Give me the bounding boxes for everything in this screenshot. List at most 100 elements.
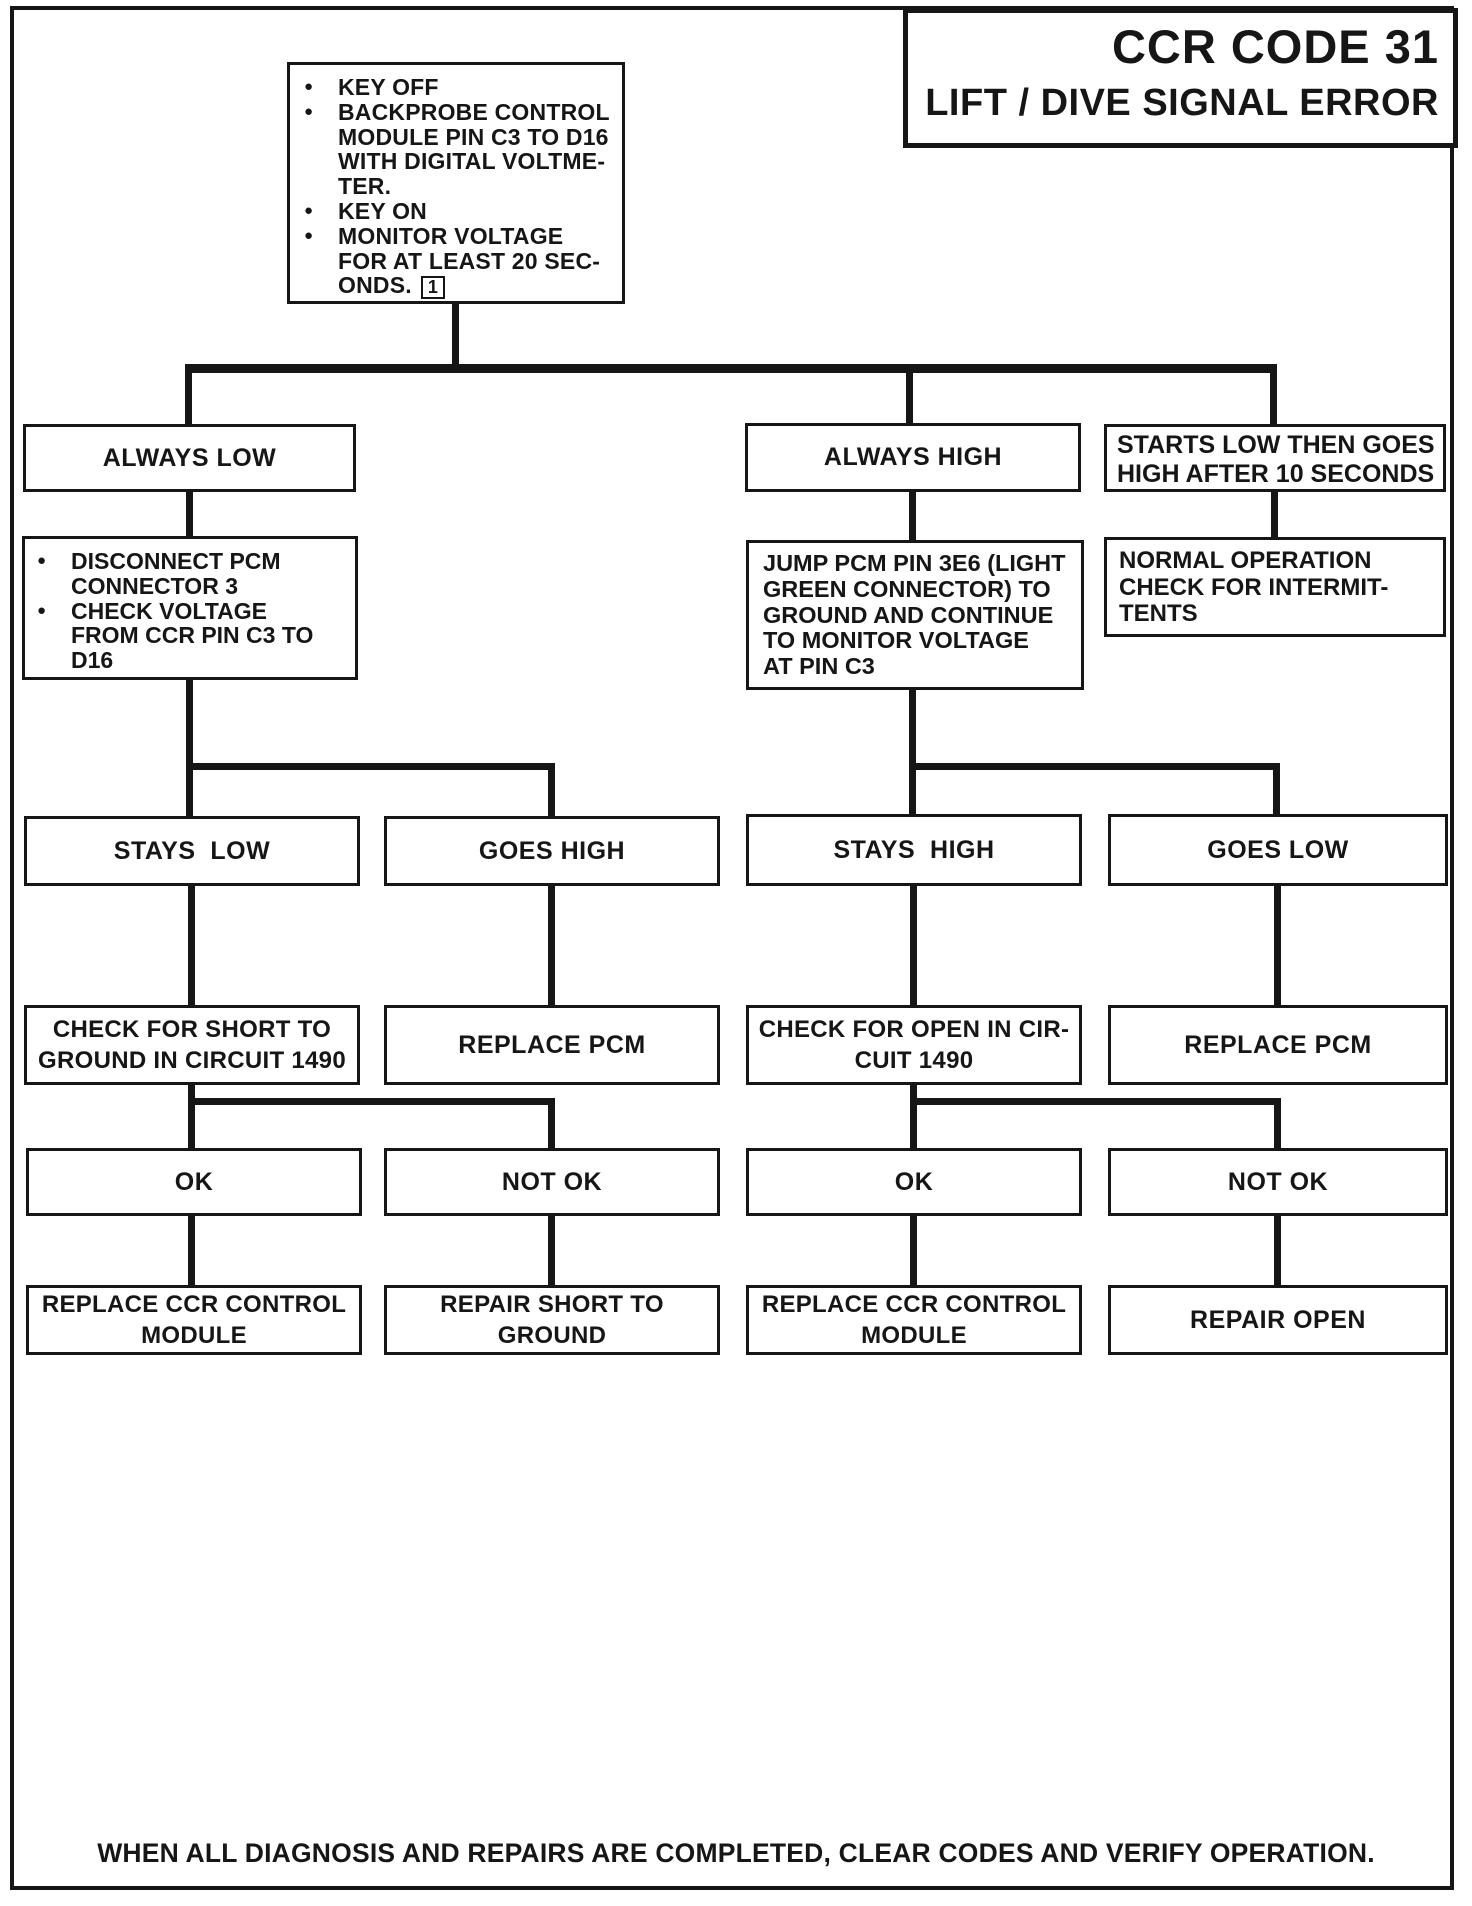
- node-check-short-to-ground: CHECK FOR SHORT TO GROUND IN CIRCUIT 149…: [24, 1005, 360, 1085]
- node-repair-short-to-ground: REPAIR SHORT TO GROUND: [384, 1285, 720, 1355]
- node-line: MODULE PIN C3 TO D16: [338, 123, 609, 150]
- connector: [548, 1216, 555, 1286]
- bullet-icon: ●: [304, 102, 314, 120]
- bullet-icon: ●: [304, 201, 314, 219]
- connector: [188, 886, 195, 1006]
- node-replace-ccr-module-left: REPLACE CCR CONTROL MODULE: [26, 1285, 362, 1355]
- connector: [1271, 492, 1278, 539]
- node-jump-pcm-pin: JUMP PCM PIN 3E6 (LIGHT GREEN CONNECTOR)…: [746, 540, 1084, 690]
- node-line: HIGH AFTER 10 SECONDS: [1117, 460, 1435, 488]
- connector: [910, 1216, 917, 1286]
- connector: [909, 763, 916, 815]
- node-check-open-circuit: CHECK FOR OPEN IN CIR- CUIT 1490: [746, 1005, 1082, 1085]
- node-start-instructions: ● KEY OFF ● BACKPROBE CONTROL MODULE PIN…: [287, 62, 625, 304]
- node-line: MONITOR VOLTAGE: [338, 222, 564, 249]
- connector-split-bar: [910, 1098, 1281, 1105]
- node-starts-low-then-high: STARTS LOW THEN GOES HIGH AFTER 10 SECON…: [1104, 424, 1446, 492]
- node-line: WITH DIGITAL VOLTME-: [338, 148, 606, 175]
- connector: [186, 492, 193, 538]
- connector-drop-mid: [906, 364, 913, 425]
- list-item: ● DISCONNECT PCM CONNECTOR 3: [37, 549, 351, 599]
- list-item: ● KEY OFF: [304, 75, 616, 100]
- connector: [188, 1098, 195, 1149]
- node-goes-low: GOES LOW: [1108, 814, 1448, 886]
- connector: [1274, 886, 1281, 1006]
- node-line: TO MONITOR VOLTAGE: [763, 627, 1029, 654]
- bullet-icon: ●: [37, 552, 47, 569]
- page-border: [10, 6, 1454, 1890]
- node-ok-left: OK: [26, 1148, 362, 1216]
- node-line: GREEN CONNECTOR) TO: [763, 575, 1051, 602]
- node-replace-ccr-module-right: REPLACE CCR CONTROL MODULE: [746, 1285, 1082, 1355]
- connector-main-bar: [185, 364, 1277, 373]
- node-line: NORMAL OPERATION: [1119, 547, 1372, 574]
- connector: [910, 1085, 917, 1105]
- connector-split-bar: [188, 1098, 555, 1105]
- node-stays-low: STAYS LOW: [24, 816, 360, 886]
- node-line: MODULE: [141, 1322, 247, 1349]
- connector: [186, 763, 193, 817]
- node-not-ok-left: NOT OK: [384, 1148, 720, 1216]
- node-line: GROUND: [497, 1322, 607, 1349]
- connector-split-bar: [186, 763, 555, 770]
- node-line: BACKPROBE CONTROL: [338, 98, 610, 125]
- node-line: ONDS.1: [338, 273, 616, 300]
- node-repair-open: REPAIR OPEN: [1108, 1285, 1448, 1355]
- node-line: CHECK FOR INTERMIT-: [1119, 573, 1389, 601]
- node-line: CUIT 1490: [854, 1047, 974, 1074]
- node-goes-high: GOES HIGH: [384, 816, 720, 886]
- node-line: TER.: [338, 173, 392, 200]
- node-replace-pcm-left: REPLACE PCM: [384, 1005, 720, 1085]
- node-line: FROM CCR PIN C3 TO: [71, 622, 314, 649]
- node-always-high: ALWAYS HIGH: [745, 423, 1081, 492]
- list-item: ● KEY ON: [304, 199, 616, 224]
- connector: [1274, 1216, 1281, 1286]
- connector: [186, 680, 193, 770]
- connector: [1273, 763, 1280, 815]
- connector: [548, 886, 555, 1006]
- node-not-ok-right: NOT OK: [1108, 1148, 1448, 1216]
- connector-feeder: [452, 302, 459, 368]
- node-line: CHECK VOLTAGE: [71, 597, 267, 624]
- node-disconnect-pcm: ● DISCONNECT PCM CONNECTOR 3 ● CHECK VOL…: [22, 536, 358, 680]
- node-line: KEY OFF: [338, 74, 439, 100]
- node-line: CONNECTOR 3: [71, 572, 238, 599]
- list-item: ● BACKPROBE CONTROL MODULE PIN C3 TO D16…: [304, 98, 616, 200]
- connector: [548, 1098, 555, 1149]
- bullet-icon: ●: [304, 78, 314, 95]
- footer-instruction: WHEN ALL DIAGNOSIS AND REPAIRS ARE COMPL…: [97, 1838, 1375, 1868]
- node-line: TENTS: [1119, 600, 1198, 627]
- node-line: FOR AT LEAST 20 SEC-: [338, 247, 601, 274]
- node-line: D16: [71, 647, 114, 674]
- bullet-icon: ●: [304, 226, 314, 244]
- node-line: CHECK FOR SHORT TO: [52, 1016, 332, 1043]
- node-line: CHECK FOR OPEN IN CIR-: [758, 1016, 1070, 1043]
- list-item: ● MONITOR VOLTAGE FOR AT LEAST 20 SEC- O…: [304, 222, 616, 300]
- connector: [188, 1085, 195, 1105]
- node-line: STARTS LOW THEN GOES: [1117, 431, 1435, 459]
- node-replace-pcm-right: REPLACE PCM: [1108, 1005, 1448, 1085]
- node-line: REPLACE CCR CONTROL: [761, 1291, 1067, 1318]
- connector: [910, 886, 917, 1006]
- footnote-marker: 1: [420, 276, 446, 300]
- node-line: REPAIR SHORT TO: [440, 1291, 664, 1318]
- title-box: CCR CODE 31 LIFT / DIVE SIGNAL ERROR: [903, 8, 1458, 148]
- page-title: CCR CODE 31: [1111, 20, 1439, 73]
- bullet-icon: ●: [37, 601, 47, 619]
- connector-drop-left: [185, 364, 192, 426]
- node-line: AT PIN C3: [763, 653, 875, 680]
- node-line: REPLACE CCR CONTROL: [41, 1291, 347, 1318]
- page-subtitle: LIFT / DIVE SIGNAL ERROR: [925, 82, 1439, 124]
- connector: [909, 690, 916, 770]
- node-line: MODULE: [861, 1322, 967, 1349]
- node-ok-right: OK: [746, 1148, 1082, 1216]
- connector: [1274, 1098, 1281, 1149]
- connector: [910, 1098, 917, 1149]
- connector: [188, 1216, 195, 1286]
- connector-drop-right: [1270, 364, 1277, 426]
- connector-split-bar: [909, 763, 1280, 770]
- node-always-low: ALWAYS LOW: [23, 424, 356, 492]
- node-line: GROUND IN CIRCUIT 1490: [38, 1047, 346, 1074]
- connector: [548, 763, 555, 817]
